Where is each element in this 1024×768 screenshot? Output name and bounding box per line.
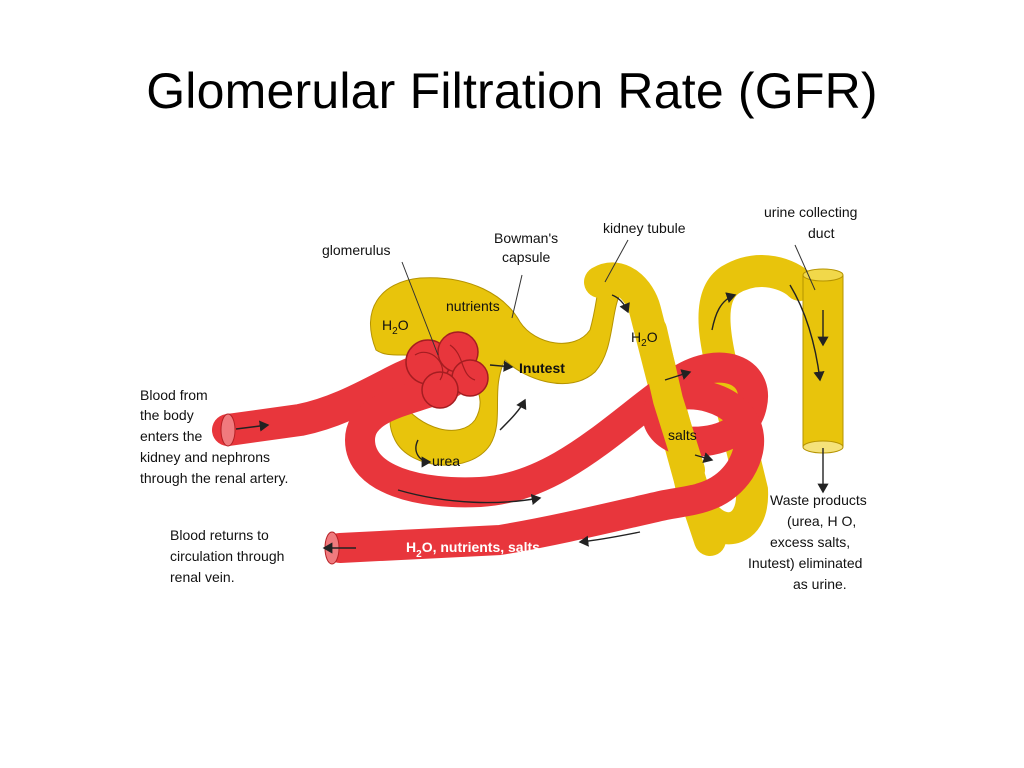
leader-lines — [401, 239, 816, 356]
slide-title: Glomerular Filtration Rate (GFR) — [146, 63, 878, 119]
label-h2o-tubule: H2O — [631, 329, 658, 349]
label-blood-out: Blood returns to circulation through ren… — [170, 527, 284, 585]
efferent-arteriole — [344, 352, 768, 508]
flow-arrows — [235, 284, 829, 554]
svg-text:as urine.: as urine. — [793, 576, 847, 592]
svg-text:(urea, H O,: (urea, H O, — [787, 513, 856, 529]
label-collecting-duct-1: urine collecting — [764, 204, 857, 220]
svg-text:through the renal artery.: through the renal artery. — [140, 470, 288, 486]
label-nutrients: nutrients — [446, 298, 500, 314]
label-inutest: Inutest — [519, 360, 565, 376]
label-urea: urea — [432, 453, 460, 469]
label-blood-in: Blood from the body enters the kidney an… — [140, 387, 288, 486]
labels: glomerulus Bowman's capsule kidney tubul… — [140, 204, 867, 592]
renal-artery — [212, 354, 436, 446]
label-collecting-duct-2: duct — [808, 225, 835, 241]
svg-text:excess salts,: excess salts, — [770, 534, 850, 550]
svg-text:Waste products: Waste products — [770, 492, 867, 508]
label-vein-contents: H2O, nutrients, salts — [406, 539, 540, 560]
label-glomerulus: glomerulus — [322, 242, 390, 258]
svg-text:Blood from: Blood from — [140, 387, 208, 403]
label-salts: salts — [668, 427, 697, 443]
svg-text:circulation through: circulation through — [170, 548, 284, 564]
tubule-front-segment — [637, 315, 705, 485]
svg-text:enters the: enters the — [140, 428, 202, 444]
svg-text:Blood returns to: Blood returns to — [170, 527, 269, 543]
label-kidney-tubule: kidney tubule — [603, 220, 686, 236]
svg-text:the body: the body — [140, 407, 194, 423]
svg-text:Inutest) eliminated: Inutest) eliminated — [748, 555, 862, 571]
svg-text:kidney and nephrons: kidney and nephrons — [140, 449, 270, 465]
collecting-duct — [802, 274, 844, 448]
svg-text:renal vein.: renal vein. — [170, 569, 235, 585]
glomerulus-knot — [405, 331, 489, 409]
label-bowmans-capsule-2: capsule — [502, 249, 550, 265]
label-h2o-capsule: H2O — [382, 317, 409, 337]
label-bowmans-capsule-1: Bowman's — [494, 230, 558, 246]
label-waste-products: Waste products (urea, H O, excess salts,… — [748, 492, 867, 592]
